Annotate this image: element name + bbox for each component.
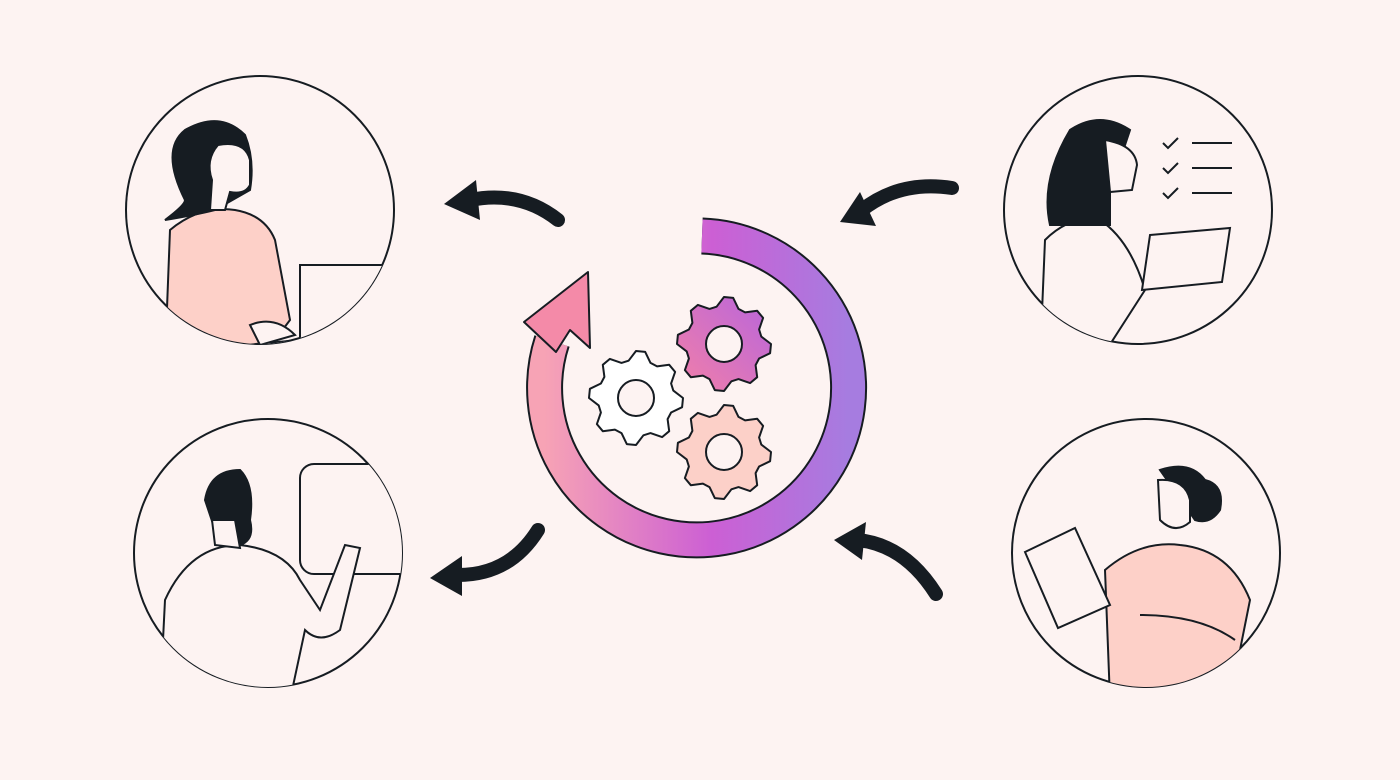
person-checklist-scene [1003,75,1273,345]
gear-purple-hole [705,325,743,363]
arrow-bottom-left-icon [451,523,545,582]
checklist-icon [1162,137,1232,200]
person-laptop-scene [125,75,395,345]
arrow-top-left-icon [463,190,565,227]
person-whiteboard-scene [133,418,403,688]
arrow-top-right-icon [855,179,959,217]
gears-group [588,296,772,500]
gear-white-hole [617,379,655,417]
gear-pink-hole [705,433,743,471]
cycle-arrowhead-icon [523,271,591,353]
flow-arrows [451,179,959,601]
arrow-bottom-right-icon [851,533,943,601]
arrow-heads [430,180,876,596]
cycle-ring [523,217,868,559]
person-clipboard-scene [1011,418,1281,688]
